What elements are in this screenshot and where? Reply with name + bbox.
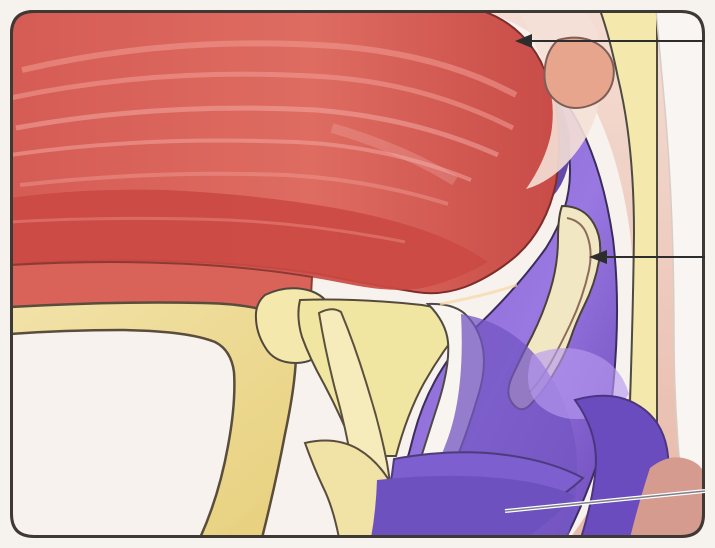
diagram-frame: [10, 10, 705, 538]
anatomy-svg: [10, 10, 705, 538]
small-pink-structure: [544, 38, 613, 108]
